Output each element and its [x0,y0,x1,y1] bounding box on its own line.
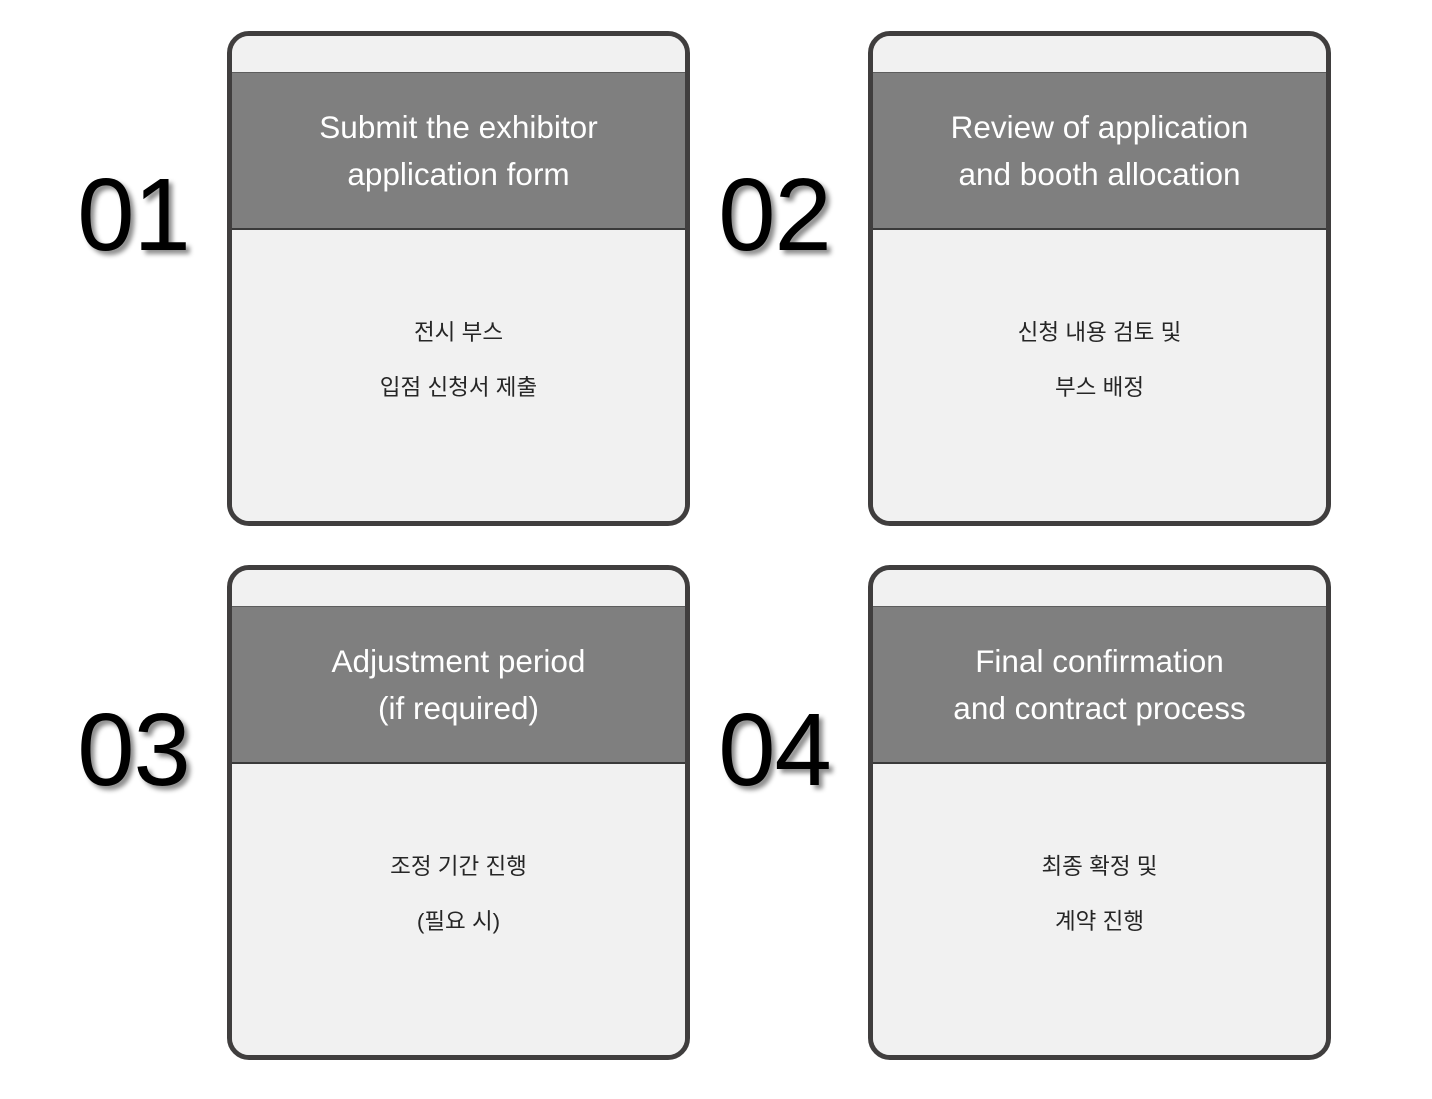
card-body-03: 조정 기간 진행 (필요 시) [232,764,685,1055]
step-card-02[interactable]: Review of application and booth allocati… [868,31,1331,526]
card-top-strip [232,36,685,72]
step-number-01: 01 [77,157,191,272]
process-step-03: 03 Adjustment period (if required) 조정 기간… [40,565,690,1060]
step-card-01[interactable]: Submit the exhibitor application form 전시… [227,31,690,526]
step-card-03[interactable]: Adjustment period (if required) 조정 기간 진행… [227,565,690,1060]
step-card-04[interactable]: Final confirmation and contract process … [868,565,1331,1060]
step-body-line-1-03: 조정 기간 진행 [390,854,527,879]
card-body-01: 전시 부스 입점 신청서 제출 [232,230,685,521]
step-number-03: 03 [77,692,191,807]
step-body-line-1-04: 최종 확정 및 [1041,854,1158,879]
step-number-02: 02 [718,157,832,272]
process-step-01: 01 Submit the exhibitor application form… [40,31,690,526]
card-top-strip [232,570,685,606]
step-body-line-2-03: (필요 시) [416,908,501,934]
step-body-line-2-01: 입점 신청서 제출 [379,374,538,400]
step-title-04: Final confirmation and contract process [953,642,1246,726]
step-title-01: Submit the exhibitor application form [319,108,598,192]
step-body-line-2-02: 부스 배정 [1054,374,1145,400]
card-header-band-02: Review of application and booth allocati… [873,72,1326,230]
card-body-02: 신청 내용 검토 및 부스 배정 [873,230,1326,521]
step-body-line-2-04: 계약 진행 [1054,908,1145,934]
card-top-strip [873,570,1326,606]
step-title-02: Review of application and booth allocati… [950,108,1249,192]
card-header-band-04: Final confirmation and contract process [873,606,1326,764]
process-step-02: 02 Review of application and booth alloc… [681,31,1331,526]
card-top-strip [873,36,1326,72]
card-body-04: 최종 확정 및 계약 진행 [873,764,1326,1055]
step-body-line-1-02: 신청 내용 검토 및 [1017,320,1182,345]
card-header-band-03: Adjustment period (if required) [232,606,685,764]
step-number-04: 04 [718,692,832,807]
step-body-line-1-01: 전시 부스 [413,320,504,345]
card-header-band-01: Submit the exhibitor application form [232,72,685,230]
step-title-03: Adjustment period (if required) [331,642,586,726]
process-step-04: 04 Final confirmation and contract proce… [681,565,1331,1060]
